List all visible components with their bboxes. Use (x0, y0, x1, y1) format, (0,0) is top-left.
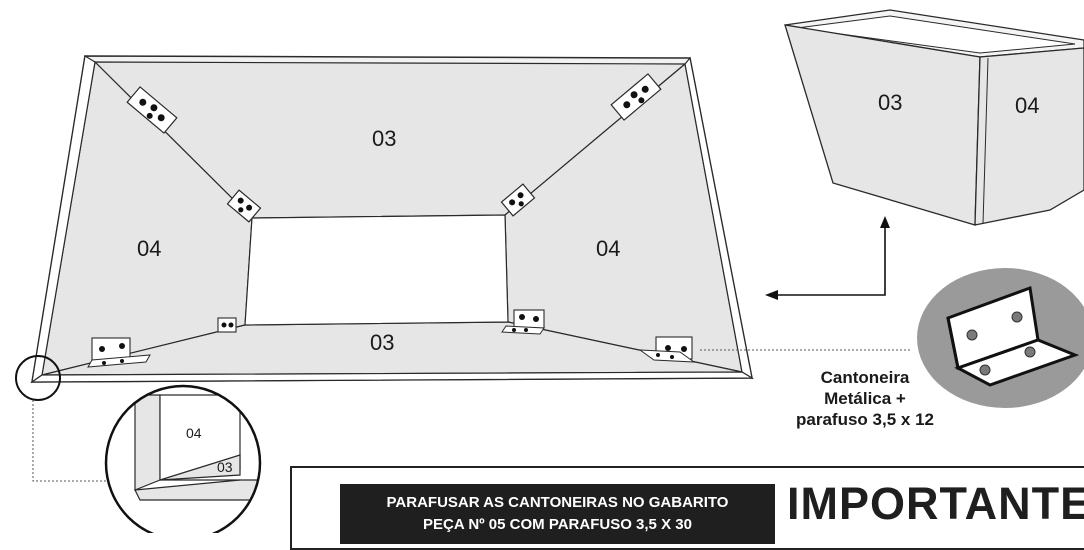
bracket-caption: Cantoneira Metálica + parafuso 3,5 x 12 (770, 367, 960, 430)
label-panel-03-top: 03 (372, 126, 396, 151)
bracket-inner-top-left (226, 189, 262, 223)
corner-detail-zoom: 04 03 (104, 384, 262, 533)
center-opening (244, 214, 509, 326)
caption-line-3: parafuso 3,5 x 12 (796, 410, 934, 429)
instruction-line-1: PARAFUSAR AS CANTONEIRAS NO GABARITO (386, 494, 729, 511)
box-side-04 (974, 47, 1084, 226)
corner-highlight-circle (15, 355, 61, 401)
box-front-03 (784, 24, 981, 226)
box-label-03: 03 (878, 90, 902, 115)
bracket-bottom-right (638, 336, 696, 363)
direction-arrow (765, 216, 890, 300)
main-assembly: 03 03 04 04 (30, 55, 755, 384)
instruction-banner: PARAFUSAR AS CANTONEIRAS NO GABARITO PEÇ… (340, 484, 775, 544)
bracket-inner-bottom-right (501, 309, 545, 335)
assembled-box: 03 04 (784, 9, 1084, 226)
label-panel-03-bottom: 03 (370, 330, 394, 355)
bracket-inner-top-right (500, 183, 536, 217)
assembly-diagram: 03 03 04 04 04 03 03 04 (15, 9, 1084, 533)
label-panel-04-right: 04 (596, 236, 620, 261)
bracket-zoom (917, 268, 1084, 408)
label-panel-04-left: 04 (137, 236, 161, 261)
bracket-inner-bottom-left (217, 317, 237, 333)
caption-line-2: Metálica + (824, 389, 906, 408)
detail-label-03: 03 (217, 459, 233, 475)
important-title: IMPORTANTE (787, 478, 1084, 529)
bracket-bottom-left (87, 337, 151, 368)
box-inner (796, 15, 1076, 54)
edge-board-bottom (30, 371, 755, 383)
bracket-top-right (610, 73, 662, 121)
detail-label-04: 04 (186, 425, 202, 441)
caption-line-1: Cantoneira (820, 368, 910, 387)
bracket-top-left (126, 86, 178, 134)
arrow-left-icon (765, 290, 778, 300)
instruction-line-2: PEÇA Nº 05 COM PARAFUSO 3,5 X 30 (423, 516, 692, 533)
box-label-04: 04 (1015, 93, 1039, 118)
arrow-up-icon (880, 216, 890, 228)
leader-to-detail (32, 400, 108, 482)
